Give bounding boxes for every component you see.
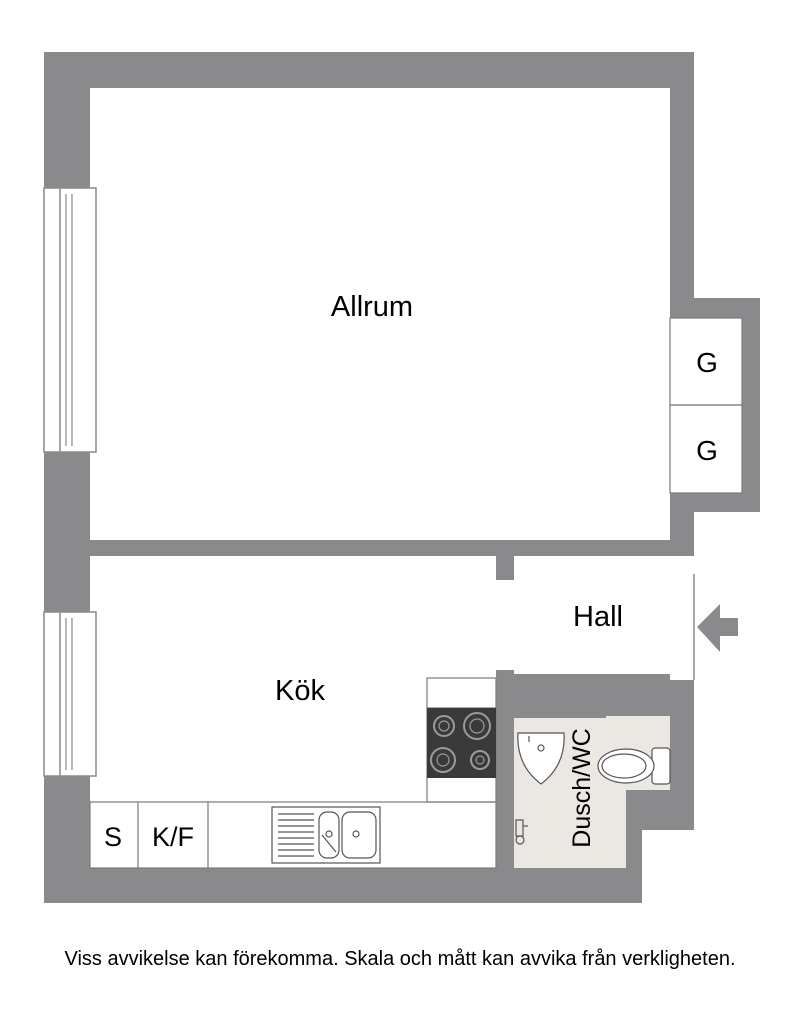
kitchen-sink-icon [271, 806, 381, 864]
toilet-icon [597, 747, 671, 785]
window-allrum [43, 187, 97, 453]
wardrobes [669, 317, 743, 494]
wardrobe-label: G [696, 435, 718, 466]
room-label-allrum: Allrum [331, 291, 413, 323]
hob-icon [427, 708, 496, 778]
entrance-opening [670, 574, 694, 680]
entrance-arrow-icon [697, 604, 738, 652]
room-label-kok: Kök [275, 675, 325, 707]
room-label-hall: Hall [573, 601, 623, 633]
window-kok [43, 611, 97, 777]
wardrobe-label: G [696, 347, 718, 378]
floor-plan: G G S K/F [43, 52, 760, 903]
disclaimer: Viss avvikelse kan förekomma. Skala och … [64, 948, 736, 970]
shower-mixer-icon [515, 819, 528, 845]
storage-label: S [104, 822, 122, 852]
room-label-bath: Dusch/WC [568, 728, 596, 847]
bath-floor [514, 702, 694, 868]
interior-walls [90, 540, 694, 868]
fridge-freezer-label: K/F [152, 822, 194, 852]
washbasin-icon [517, 732, 565, 785]
